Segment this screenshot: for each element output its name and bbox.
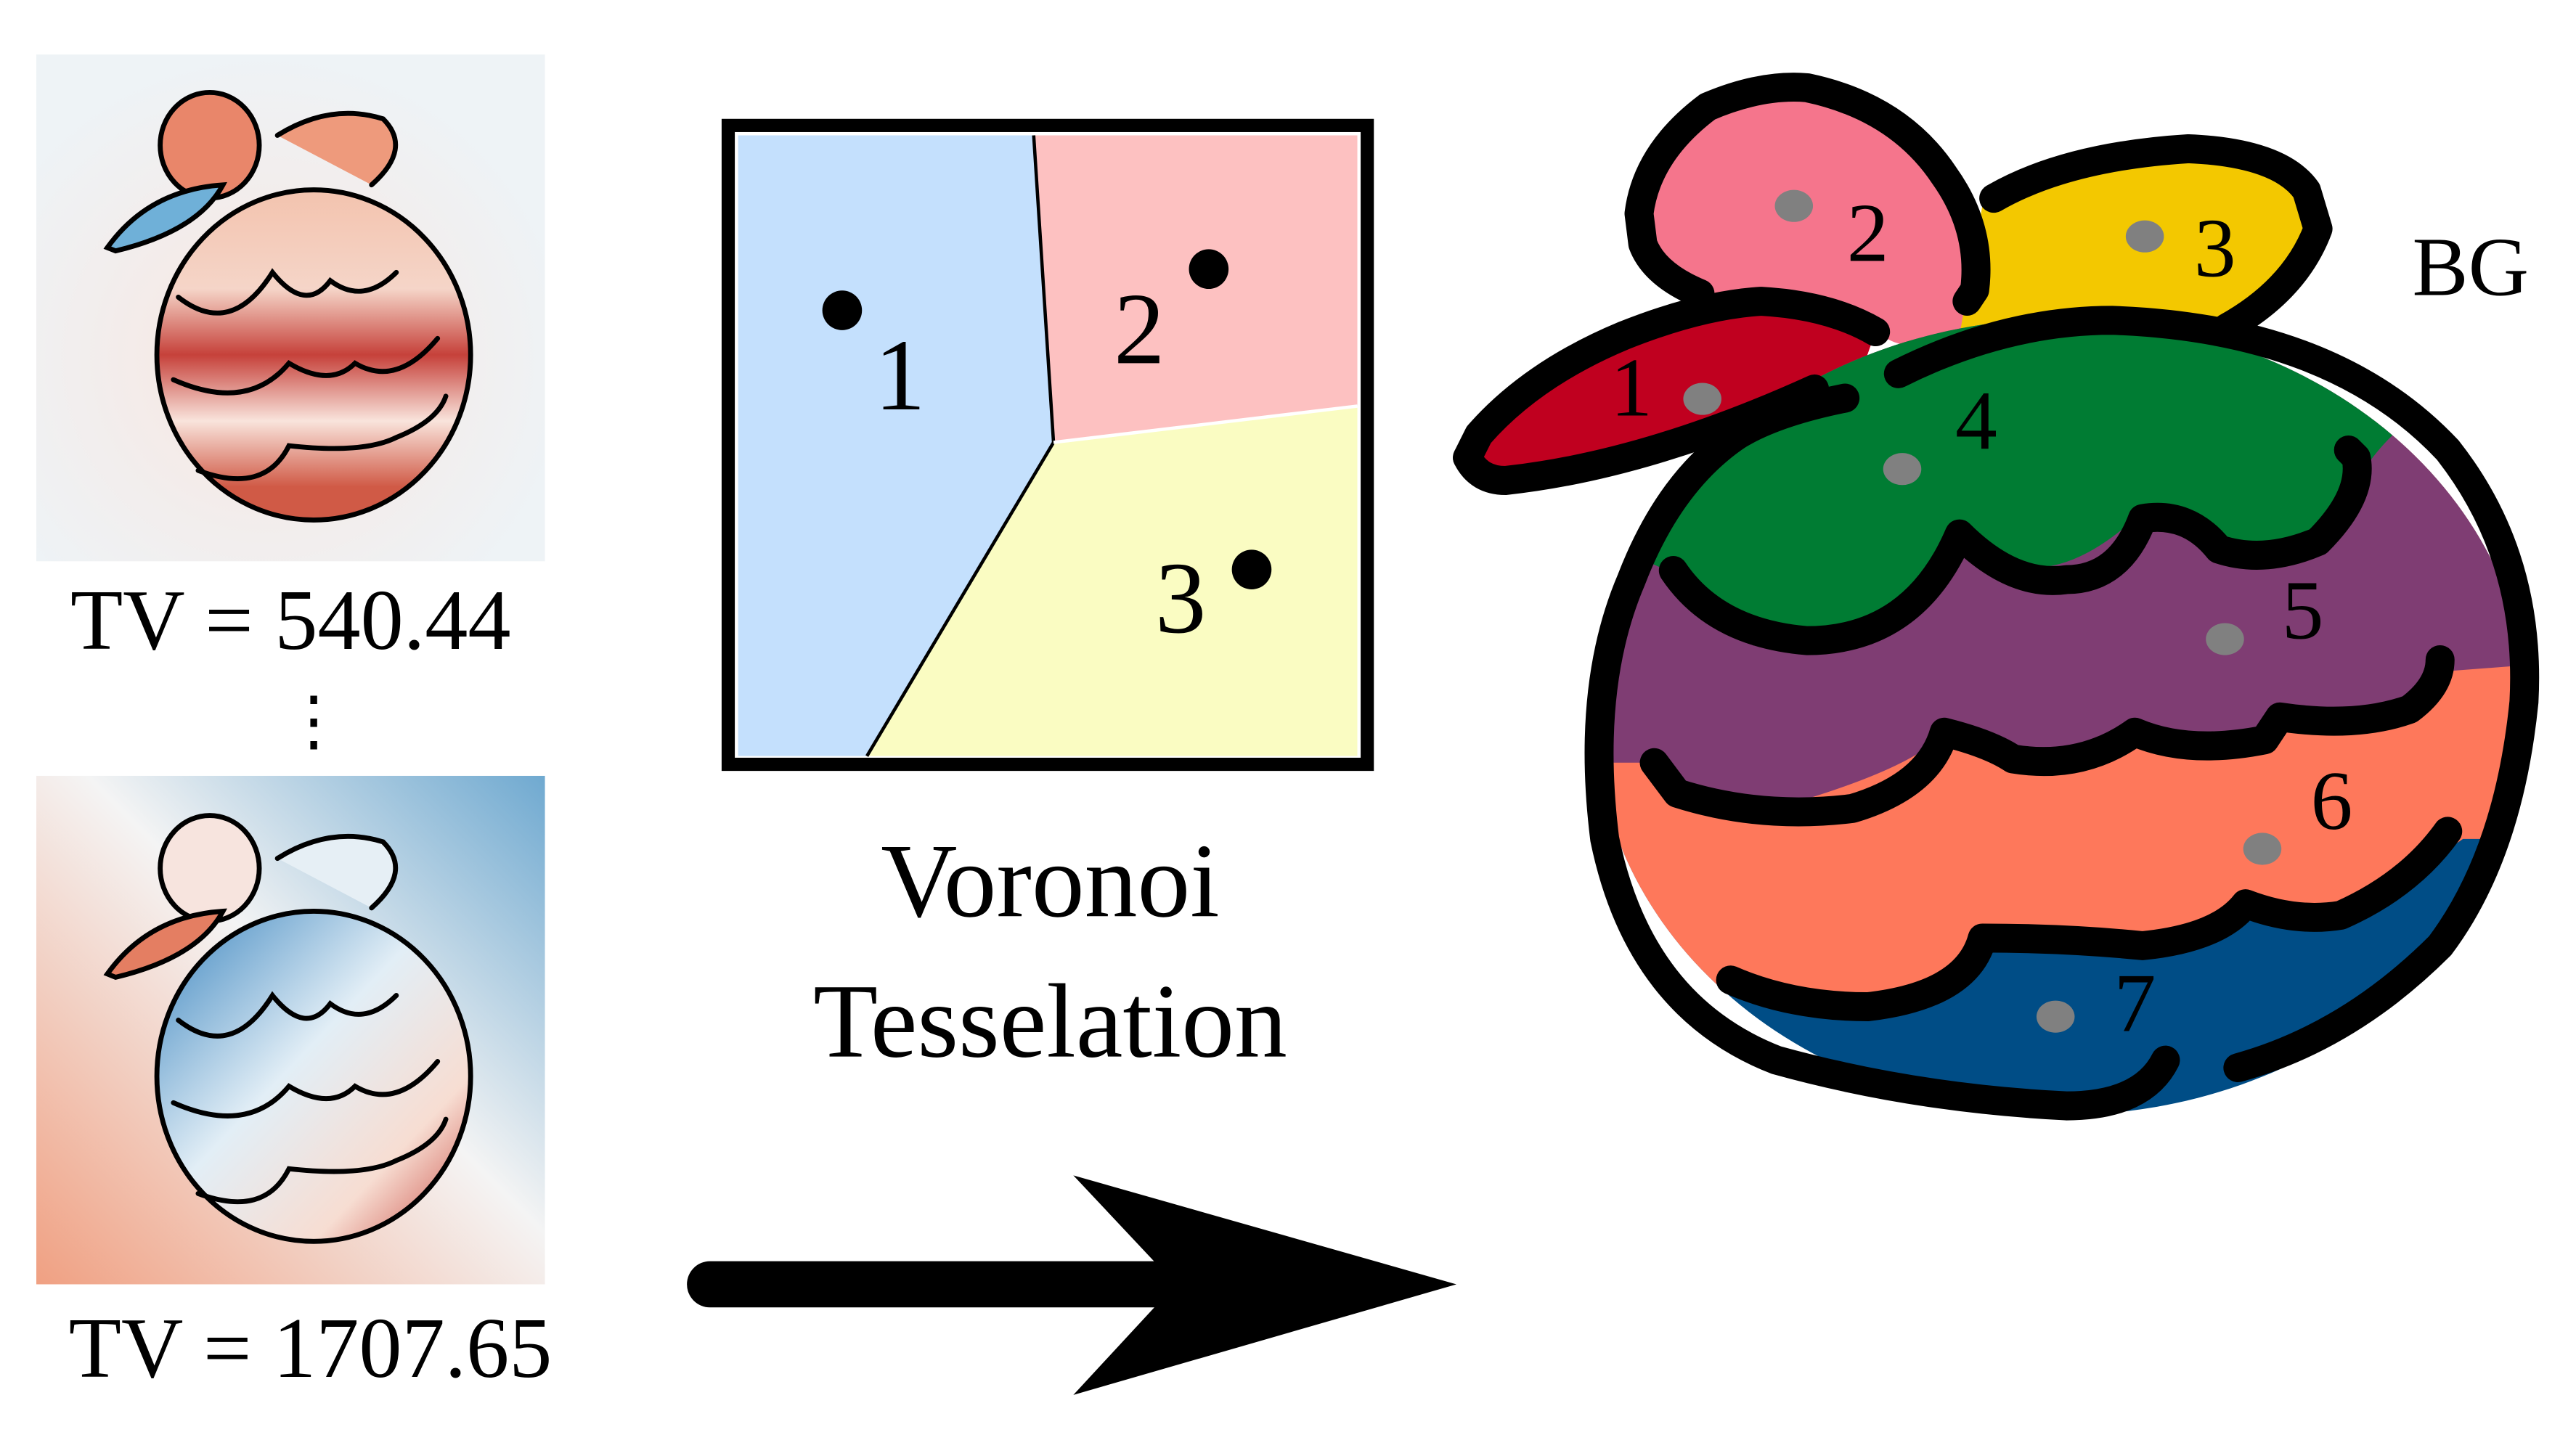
heatmap-high-tv-label: TV = 1707.65 xyxy=(69,1301,553,1396)
voronoi-label-2: 2 xyxy=(1114,271,1165,385)
voronoi-label-1: 1 xyxy=(874,318,925,432)
region-label-1: 1 xyxy=(1610,342,1652,435)
heatmap-high-tv xyxy=(36,775,545,1285)
region-label-3: 3 xyxy=(2194,202,2236,295)
voronoi-diagram: 1 2 3 xyxy=(721,118,1374,772)
arrow-icon xyxy=(687,1175,1456,1395)
voronoi-seed-2 xyxy=(1189,249,1229,290)
segmentation-result: 1 2 3 4 5 6 7 BG xyxy=(1453,73,2540,1121)
region-label-4: 4 xyxy=(1955,375,1997,467)
region-label-2: 2 xyxy=(1847,187,1889,279)
region-1 xyxy=(1467,301,1876,480)
region-label-7: 7 xyxy=(2114,957,2156,1050)
heatmap-low-tv-label: TV = 540.44 xyxy=(70,573,511,668)
background-label: BG xyxy=(2413,221,2530,314)
voronoi-frame xyxy=(721,118,1374,772)
voronoi-cell-2 xyxy=(1033,135,1358,443)
voronoi-title-line2: Tesselation xyxy=(813,963,1287,1080)
voronoi-cell-1 xyxy=(738,135,1054,756)
heatmap-low-tv xyxy=(36,54,545,562)
ellipsis: ⋮ xyxy=(281,684,347,757)
voronoi-title-line1: Voronoi xyxy=(881,822,1219,939)
voronoi-seed-1 xyxy=(822,290,863,330)
voronoi-label-3: 3 xyxy=(1155,541,1207,655)
voronoi-seed-3 xyxy=(1231,549,1272,589)
region-label-6: 6 xyxy=(2311,755,2353,848)
voronoi-cell-3 xyxy=(867,406,1358,756)
region-seeds xyxy=(1683,189,2282,1033)
region-label-5: 5 xyxy=(2282,564,2324,657)
